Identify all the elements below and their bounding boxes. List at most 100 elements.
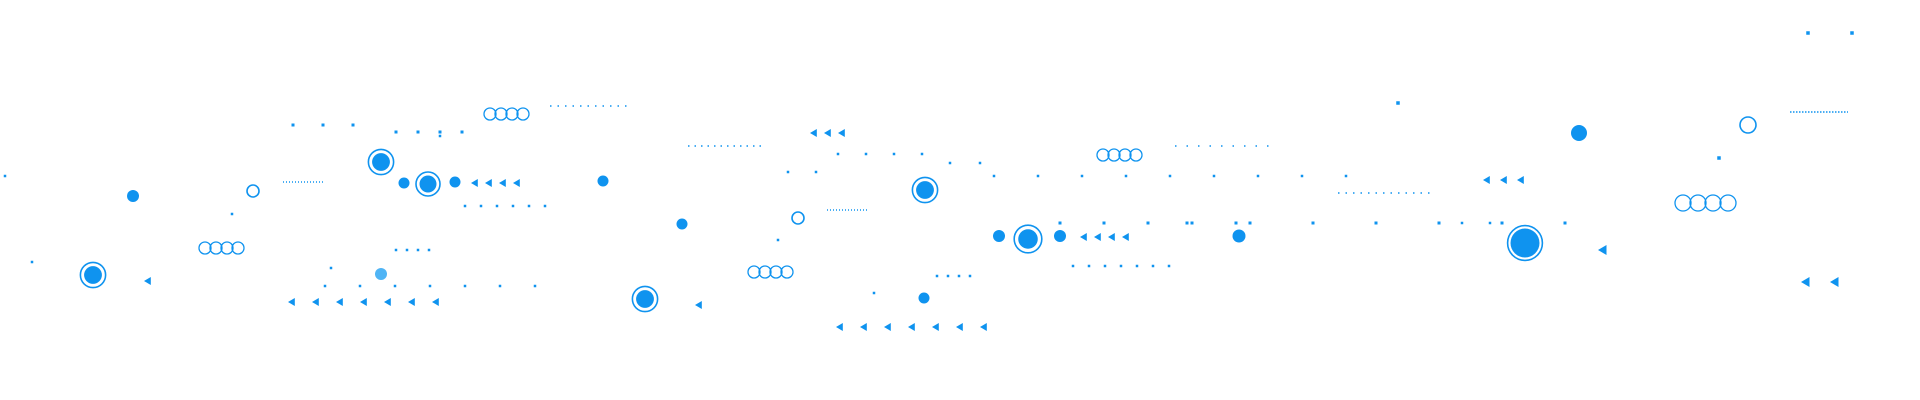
square-dot-icon [1437,221,1441,225]
filled-circle-icon [597,175,609,187]
square-dot-icon [1168,174,1172,178]
square-dot-icon [1080,174,1084,178]
square-dot-icon [463,204,467,208]
ring-dot-icon [1013,224,1043,254]
four-ring-chain-icon [1118,148,1132,162]
triangle-left-icon [956,323,963,331]
square-dot-icon [1146,221,1150,225]
filled-circle-icon [1571,125,1587,141]
ring-dot-icon [911,176,939,204]
square-dot-icon [1119,264,1123,268]
triangle-left-icon [1500,176,1507,184]
four-ring-chain-icon [1674,194,1692,212]
triangle-left-icon [499,179,506,187]
four-ring-chain-icon [209,241,223,255]
triangle-left-icon [1122,233,1129,241]
filled-circle-icon [918,292,930,304]
triangle-left-icon [695,301,702,309]
square-dot-icon [1036,174,1040,178]
square-dot-icon [1396,101,1400,105]
filled-circle-icon [398,177,410,189]
square-dot-icon [1850,31,1854,35]
filled-circle-icon [449,176,461,188]
square-dot-icon [864,152,868,156]
ring-dot-icon [636,290,654,308]
square-dot-icon [1256,174,1260,178]
triangle-left-icon [1080,233,1087,241]
four-ring-chain-icon [198,241,212,255]
square-dot-icon [1058,221,1062,225]
square-dot-icon [405,248,409,252]
four-ring-chain-icon [1107,148,1121,162]
square-dot-icon [321,123,325,127]
square-dot-icon [30,260,34,264]
square-dot-icon [1344,174,1348,178]
triangle-left-icon [1517,176,1524,184]
square-dot-icon [935,274,939,278]
square-dot-icon [533,284,537,288]
hollow-circle-icon [1739,116,1757,134]
square-dot-icon [776,238,780,242]
hollow-circle-icon [246,184,260,198]
square-dot-icon [1071,264,1075,268]
triangle-left-icon [485,179,492,187]
four-ring-chain-icon [516,107,530,121]
square-dot-icon [1087,264,1091,268]
square-dot-icon [511,204,515,208]
triangle-left-icon [810,129,817,137]
square-dot-icon [1300,174,1304,178]
triangle-left-icon [1094,233,1101,241]
triangle-left-icon [932,323,939,331]
four-ring-chain-icon [747,265,761,279]
square-dot-icon [1234,221,1238,225]
ring-dot-icon [1018,229,1038,249]
square-dot-icon [291,123,295,127]
triangle-left-icon [1830,277,1839,287]
square-dot-icon [394,248,398,252]
square-dot-icon [892,152,896,156]
square-dot-icon [968,274,972,278]
square-dot-icon [1460,221,1464,225]
four-ring-chain-icon [1719,194,1737,212]
square-dot-icon [1806,31,1810,35]
square-dot-icon [1151,264,1155,268]
triangle-left-icon [884,323,891,331]
square-dot-icon [543,204,547,208]
triangle-left-icon [384,298,391,306]
triangle-left-icon [144,277,151,285]
square-dot-icon [351,123,355,127]
triangle-left-icon [312,298,319,306]
ring-dot-icon [1506,224,1544,262]
square-dot-icon [1500,221,1504,225]
square-dot-icon [1135,264,1139,268]
triangle-left-icon [1598,245,1607,255]
triangle-left-icon [1801,277,1810,287]
square-dot-icon [438,130,442,134]
square-dot-icon [957,274,961,278]
square-dot-icon [1248,221,1252,225]
square-dot-icon [460,130,464,134]
square-dot-icon [1167,264,1171,268]
square-dot-icon [1717,156,1721,160]
square-dot-icon [230,212,234,216]
ring-dot-icon [79,261,107,289]
square-dot-icon [872,291,876,295]
four-ring-chain-icon [1129,148,1143,162]
square-dot-icon [438,134,442,138]
filled-circle-icon [676,218,688,230]
ring-dot-icon [1510,228,1540,258]
four-ring-chain-icon [1096,148,1110,162]
triangle-left-icon [360,298,367,306]
square-dot-icon [479,204,483,208]
filled-circle-icon [1232,229,1246,243]
square-dot-icon [1190,221,1194,225]
four-ring-chain-icon [1704,194,1722,212]
filled-circle-icon [375,268,387,280]
triangle-left-icon [824,129,831,137]
square-dot-icon [992,174,996,178]
triangle-left-icon [860,323,867,331]
four-ring-chain-icon [758,265,772,279]
square-dot-icon [3,174,7,178]
square-dot-icon [946,274,950,278]
triangle-left-icon [288,298,295,306]
